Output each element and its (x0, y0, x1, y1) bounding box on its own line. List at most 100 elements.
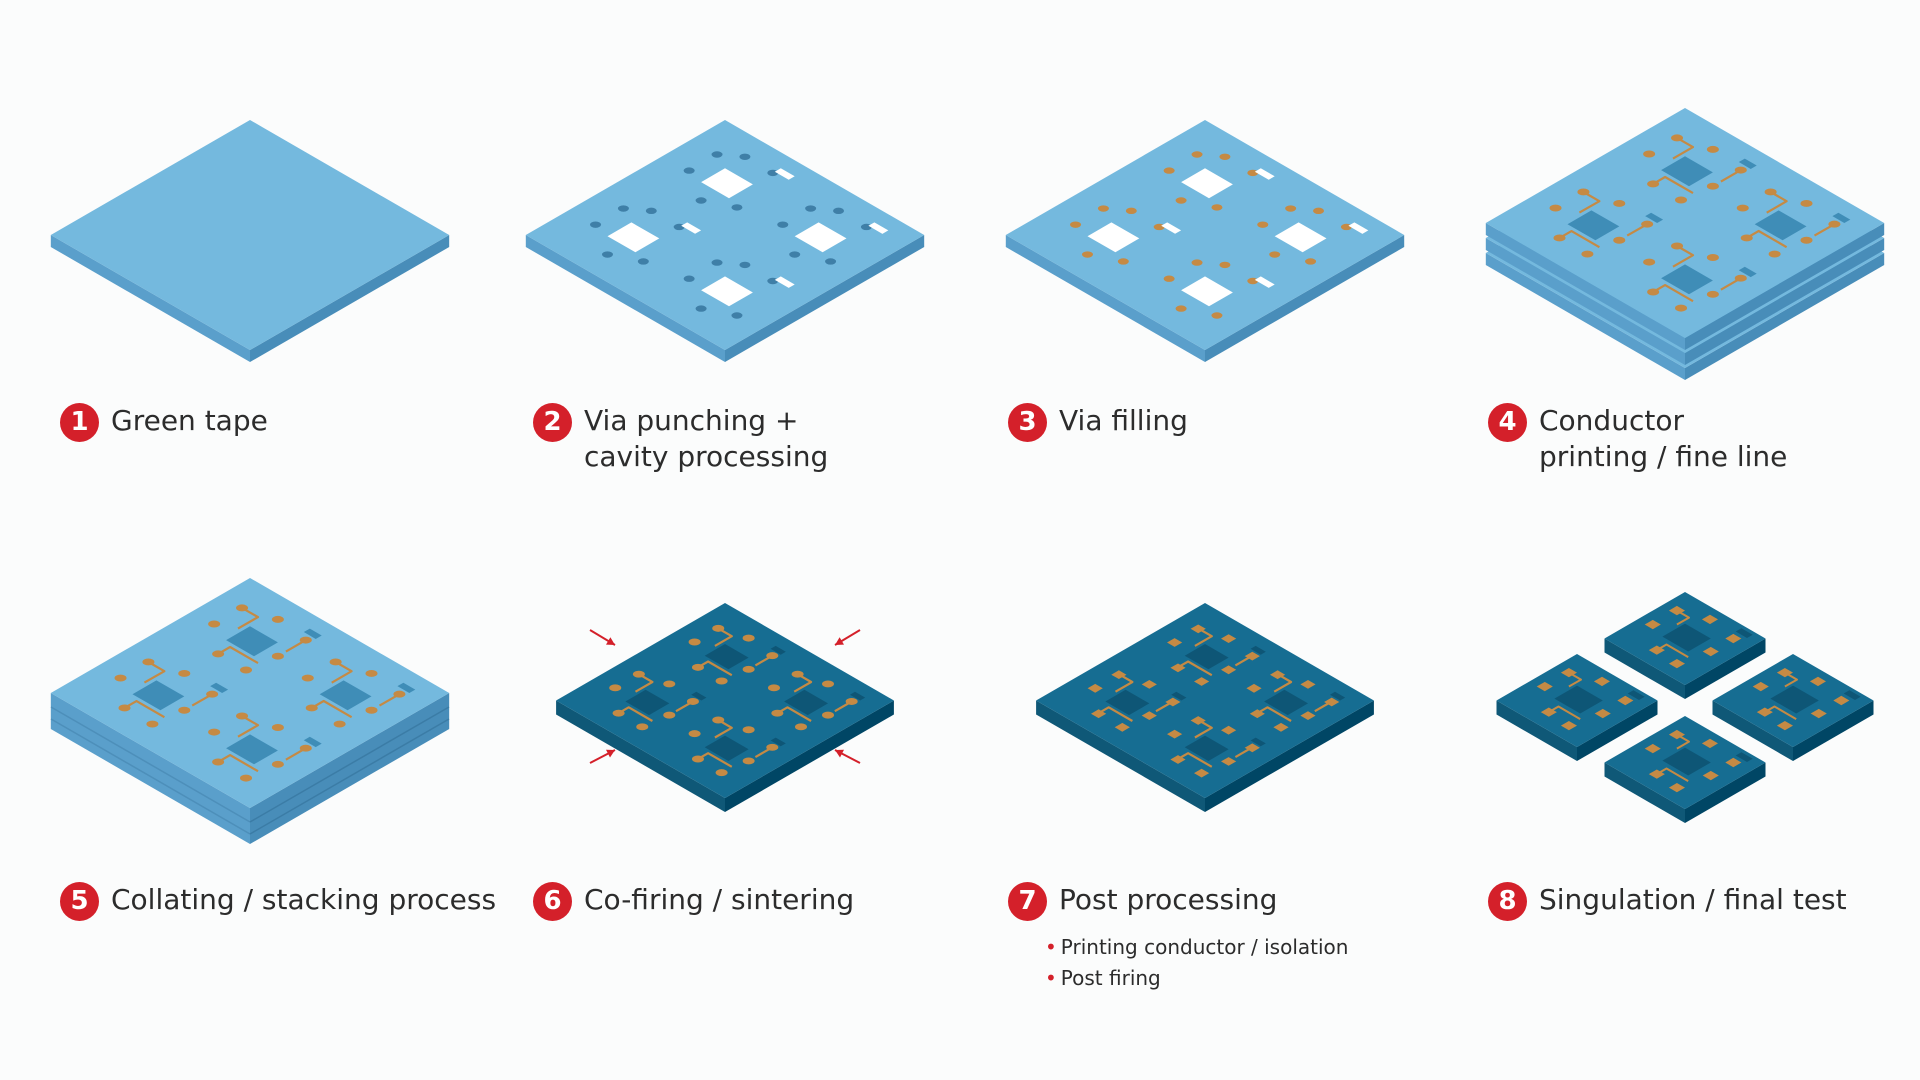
pad (712, 716, 725, 724)
step-badge: 8 (1488, 882, 1527, 921)
cavity (1661, 264, 1713, 295)
pad (1167, 729, 1183, 739)
step-title: Conductor (1539, 404, 1684, 437)
pad (1324, 697, 1340, 707)
trace (331, 661, 353, 684)
pad (1165, 697, 1181, 707)
module-3-side-right (1793, 700, 1874, 761)
pad (1560, 668, 1577, 678)
via-punching-illustration (525, 120, 925, 362)
co-firing-illustration (556, 603, 894, 812)
tape-1-top (1485, 108, 1885, 338)
step-title: Post processing (1059, 883, 1278, 916)
layer-line (249, 706, 450, 823)
pad (1194, 677, 1210, 686)
pad (365, 706, 378, 714)
pad (1828, 220, 1841, 228)
pad (791, 670, 804, 678)
slot (1250, 645, 1266, 655)
pad (305, 704, 318, 712)
via (1211, 204, 1223, 211)
pad (1675, 196, 1688, 204)
module-2-side-left (1496, 700, 1577, 761)
via (1340, 223, 1352, 231)
pad (632, 670, 645, 678)
pad (271, 724, 284, 731)
step-title-line-2: printing / fine line (1539, 440, 1788, 473)
pad (742, 634, 755, 642)
trace (634, 673, 654, 693)
pad (1270, 670, 1286, 680)
cavity (1181, 276, 1233, 307)
pad (1553, 234, 1566, 242)
pad (1246, 683, 1262, 693)
pad (766, 652, 779, 660)
step-1-label: 1 Green tape (60, 403, 268, 442)
pad (1706, 182, 1719, 190)
pad (114, 674, 127, 682)
pad (1810, 708, 1827, 719)
pad (1221, 665, 1237, 675)
pad (845, 697, 858, 705)
pad (1702, 770, 1719, 781)
via (1163, 167, 1175, 174)
pad (1752, 681, 1769, 692)
via (805, 205, 817, 212)
tape-2-side-right (1685, 238, 1885, 365)
pad (329, 658, 342, 666)
pad (236, 712, 249, 720)
cavity (132, 680, 185, 711)
module-cavity (1770, 685, 1819, 714)
cavity (701, 168, 753, 199)
via (860, 223, 872, 231)
slot (681, 222, 702, 234)
step-badge: 7 (1008, 882, 1047, 921)
pad (1087, 683, 1103, 693)
via (1305, 258, 1317, 265)
pad (712, 624, 725, 632)
via (1247, 277, 1259, 285)
stack-side-right (250, 693, 450, 844)
pad (771, 709, 784, 717)
via (1191, 259, 1203, 266)
module-1-side-left (1604, 638, 1685, 699)
via (731, 312, 743, 319)
pad (1648, 645, 1665, 655)
step-title: Singulation / final test (1539, 883, 1847, 916)
fired-board-side-left (1036, 700, 1205, 812)
pad (742, 665, 755, 673)
pad (663, 711, 676, 719)
trace (1578, 191, 1601, 214)
pad (1617, 695, 1634, 706)
via (1191, 151, 1203, 158)
pad (393, 690, 406, 698)
pad (1833, 695, 1850, 706)
slot (774, 276, 795, 288)
via (1269, 251, 1281, 258)
pad (208, 728, 221, 736)
slot (303, 736, 322, 748)
step-title: Collating / stacking process (111, 883, 497, 916)
step-badge: 5 (60, 882, 99, 921)
tape-side-right (725, 235, 925, 362)
pad (1273, 722, 1289, 732)
step-title-line-2: cavity processing (584, 440, 829, 473)
via (673, 223, 685, 231)
pad (1594, 708, 1611, 719)
via (1081, 251, 1093, 258)
pad (715, 769, 728, 777)
trace (143, 661, 166, 684)
via (683, 167, 695, 174)
pad (686, 697, 699, 705)
via (739, 153, 751, 160)
pad (1190, 716, 1206, 725)
slot (691, 691, 707, 701)
cavity (1661, 156, 1713, 187)
pad (1725, 633, 1742, 644)
trace (1273, 673, 1293, 693)
pad (240, 774, 253, 782)
pad (1170, 663, 1186, 673)
pad (1668, 659, 1685, 669)
pad (1190, 624, 1206, 634)
module-2-side-right (1577, 700, 1658, 761)
